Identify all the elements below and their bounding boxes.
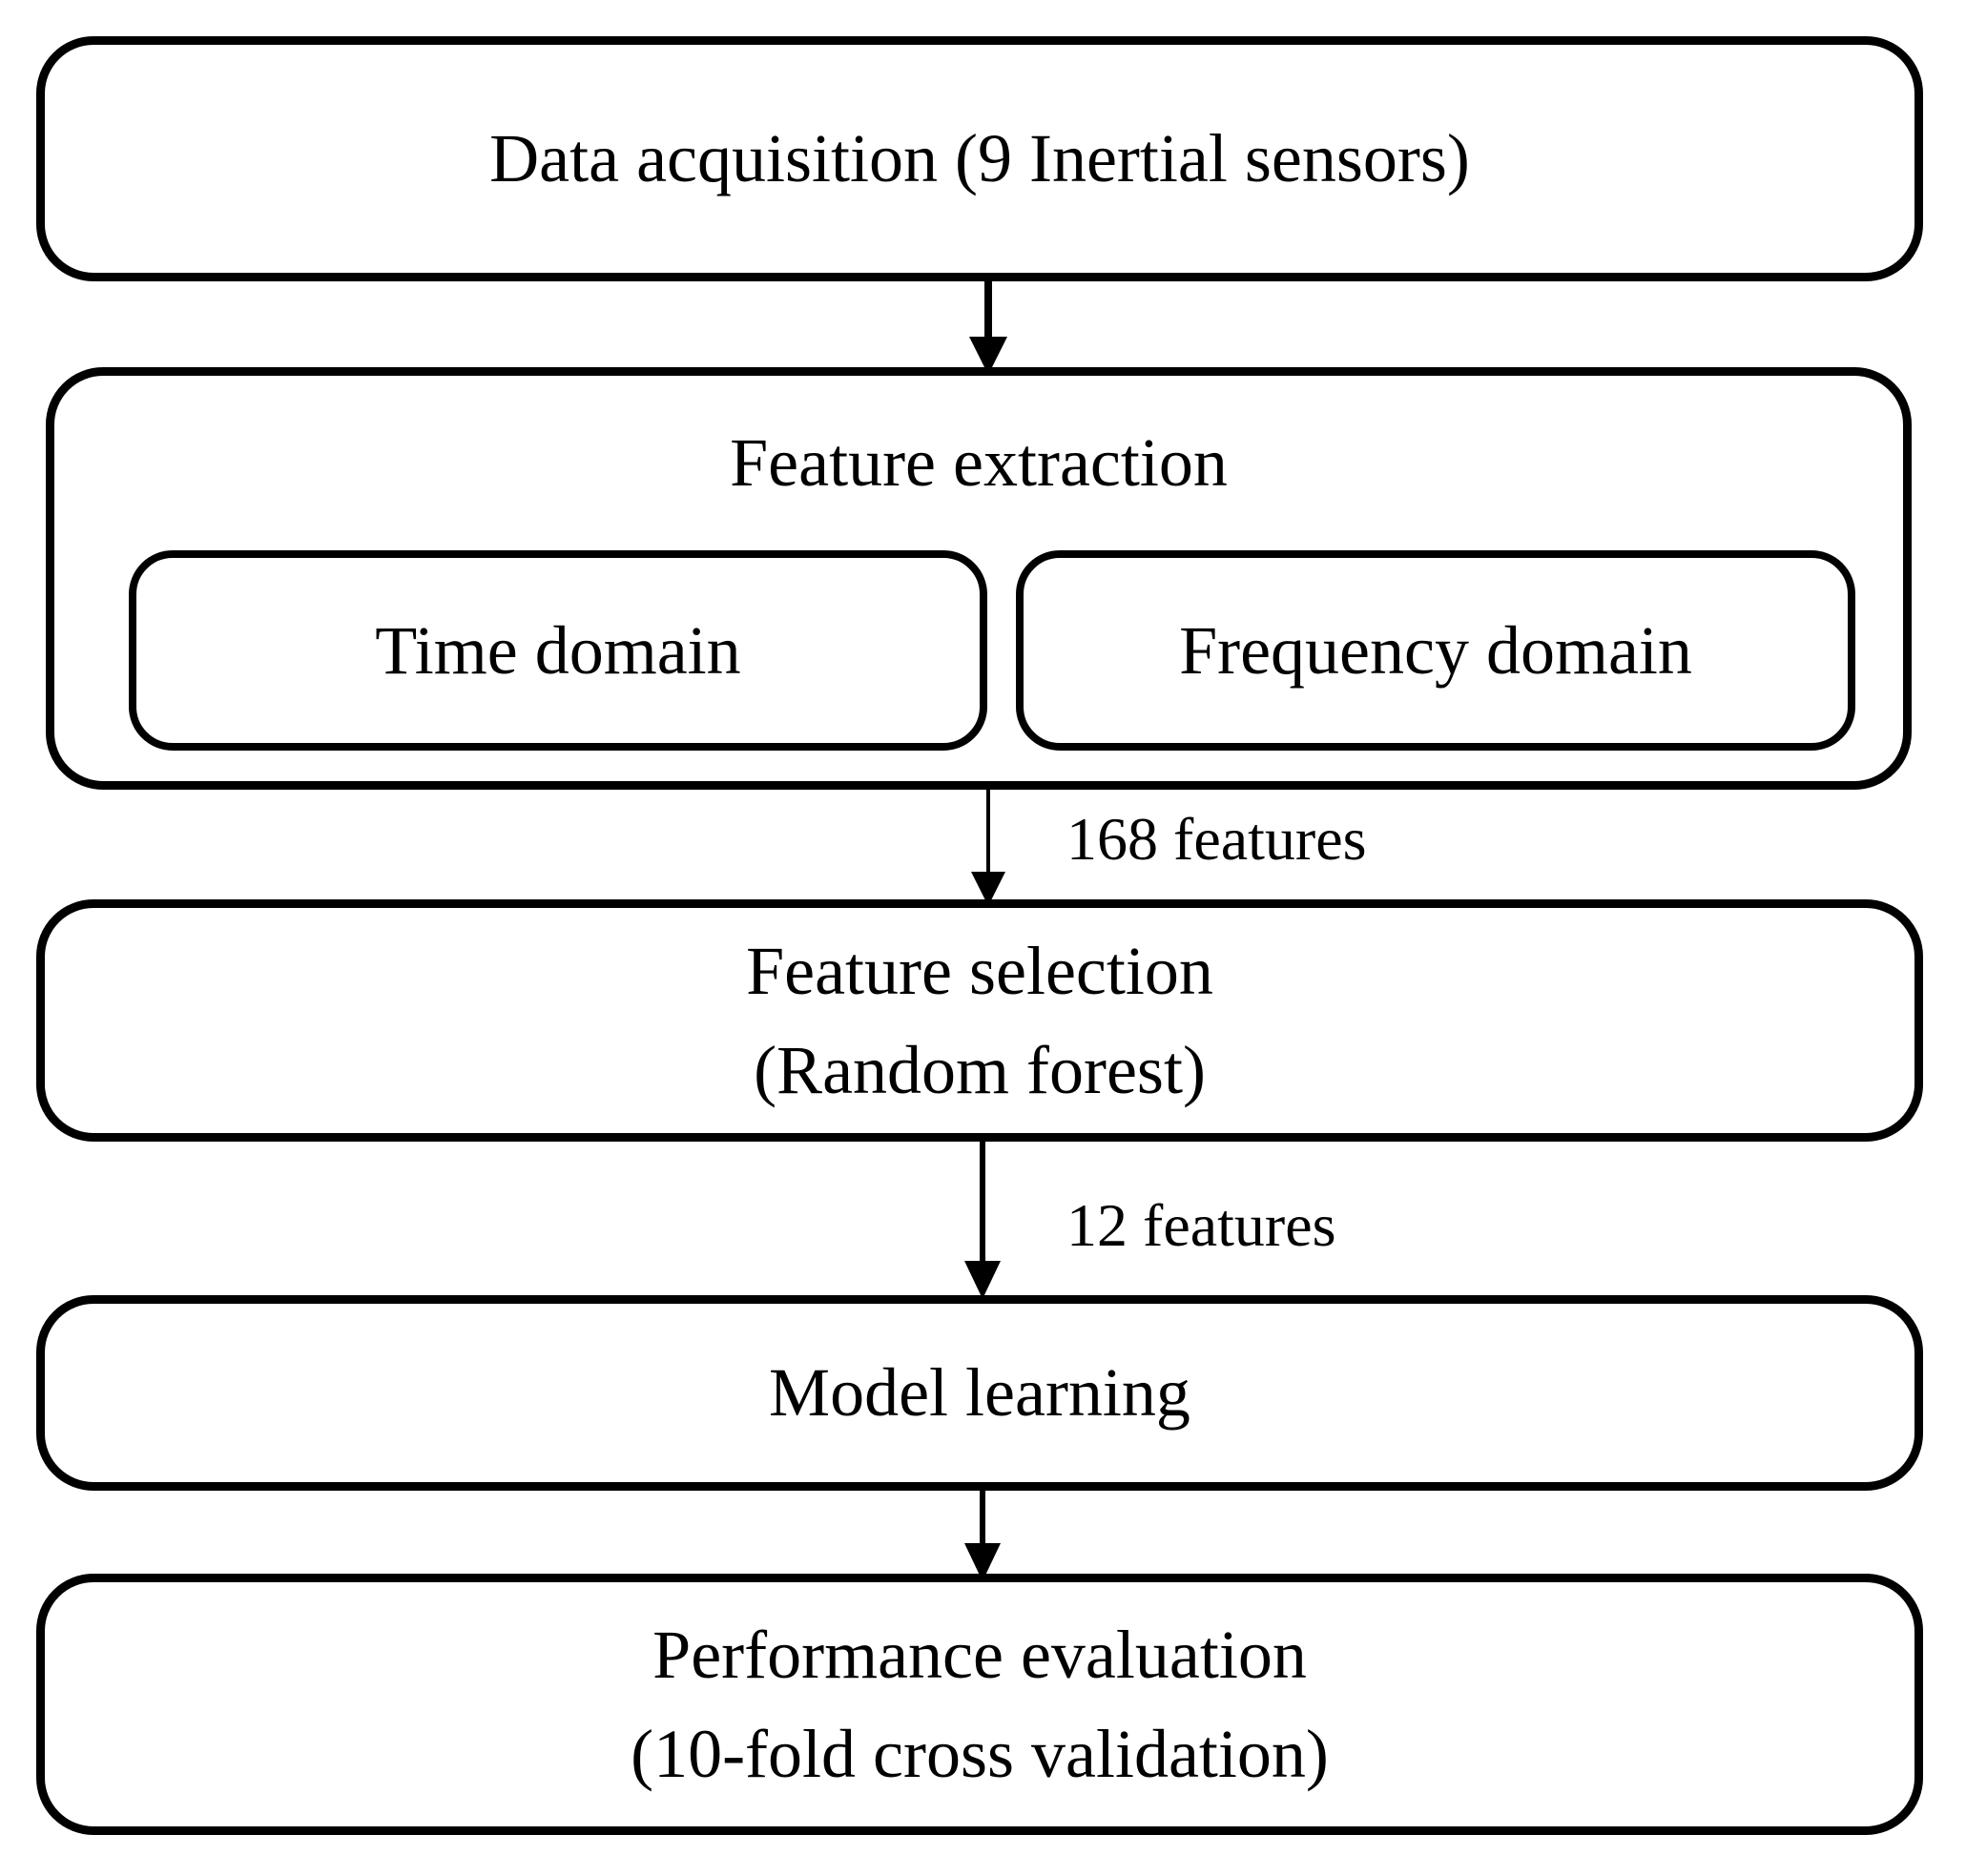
model-learning-box: Model learning — [36, 1295, 1923, 1491]
flow-arrow-4 — [964, 1491, 1001, 1581]
data-acquisition-box: Data acquisition (9 Inertial sensors) — [36, 36, 1923, 281]
arrow-shaft — [980, 1491, 985, 1545]
model-learning-label: Model learning — [769, 1354, 1190, 1432]
features-168-label: 168 features — [1066, 805, 1367, 873]
feature-extraction-box: Feature extraction Time domain Frequency… — [46, 367, 1912, 790]
frequency-domain-label: Frequency domain — [1179, 611, 1692, 689]
features-12-label: 12 features — [1066, 1191, 1336, 1259]
frequency-domain-box: Frequency domain — [1016, 550, 1855, 751]
feature-selection-box: Feature selection (Random forest) — [36, 899, 1923, 1142]
arrow-down-icon — [964, 1261, 1001, 1299]
feature-selection-label-line1: Feature selection — [746, 932, 1213, 1009]
performance-evaluation-box: Performance evaluation (10-fold cross va… — [36, 1574, 1923, 1835]
performance-evaluation-label-line1: Performance evaluation — [652, 1616, 1307, 1693]
arrow-shaft — [984, 281, 992, 340]
data-acquisition-label: Data acquisition (9 Inertial sensors) — [489, 120, 1470, 197]
feature-selection-label-line2: (Random forest) — [754, 1032, 1206, 1108]
performance-evaluation-label-line2: (10-fold cross validation) — [631, 1716, 1329, 1792]
arrow-shaft — [980, 1142, 985, 1263]
arrow-shaft — [986, 790, 990, 874]
time-domain-box: Time domain — [129, 550, 987, 751]
feature-extraction-title: Feature extraction — [730, 423, 1228, 501]
flow-arrow-1 — [969, 281, 1007, 375]
time-domain-label: Time domain — [375, 611, 741, 689]
flow-arrow-2 — [971, 790, 1005, 906]
flow-arrow-3 — [964, 1142, 1001, 1299]
